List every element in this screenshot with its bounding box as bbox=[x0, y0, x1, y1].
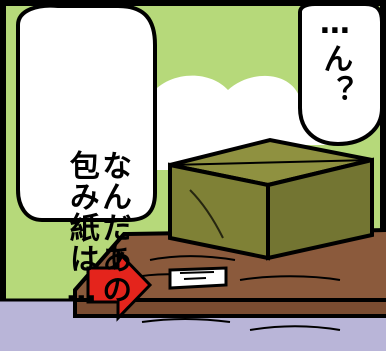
speech-right-text: …ん？ bbox=[317, 6, 353, 107]
left-speech-bubble bbox=[16, 3, 157, 222]
speech-left-text: なんだあの 包み紙は… bbox=[32, 6, 162, 310]
speech-left-column-2: 包み紙は… bbox=[63, 150, 99, 310]
table-edge bbox=[73, 298, 386, 318]
right-speech-bubble bbox=[298, 2, 384, 147]
speech-left-column-1: なんだあの bbox=[96, 150, 132, 305]
right-arrow-icon bbox=[86, 248, 153, 322]
